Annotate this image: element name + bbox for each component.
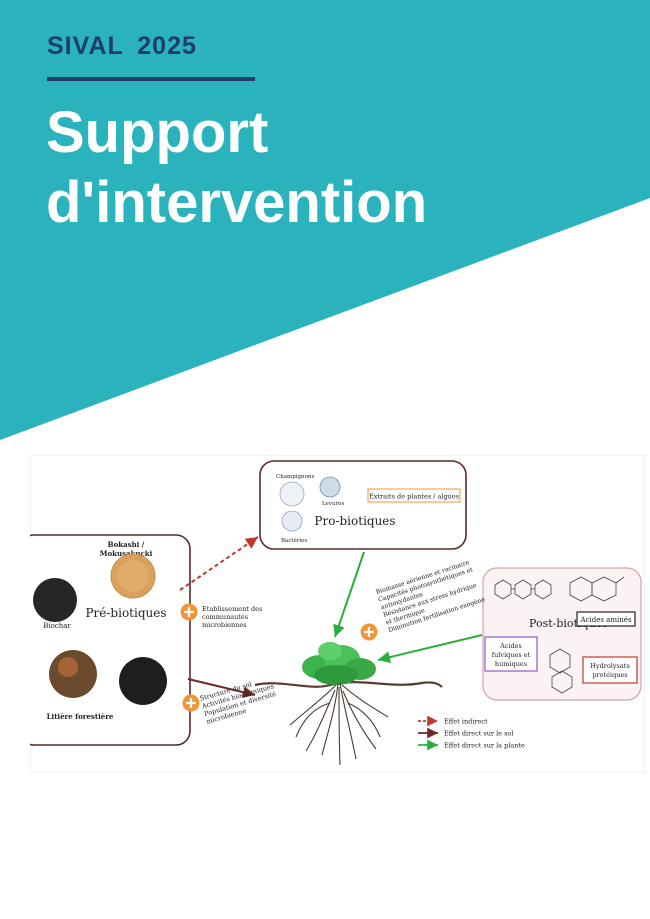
plus-icon-plant (360, 623, 378, 641)
molecule-drawing-3 (549, 648, 573, 694)
indirect-arrow (179, 536, 259, 591)
title-line-2: d'intervention (46, 170, 428, 235)
probiotics-title: Pro-biotiques (314, 514, 395, 528)
plant-arrow-postbiotics (377, 634, 483, 664)
plant-roots (289, 682, 389, 766)
plus-icon-establishment (180, 603, 198, 621)
biochar-label: Biochar (43, 622, 71, 630)
hydrolysats-line-2: protéiques (592, 671, 627, 679)
legend-soil-label: Effet direct sur le sol (444, 730, 513, 738)
prebiotics-title: Pré-biotiques (85, 606, 166, 620)
litiere-label: Litière forestière (47, 712, 114, 721)
litiere-texture (58, 657, 78, 677)
terra-preta-image (119, 657, 167, 705)
fulviques-line-3: humiques (495, 660, 527, 668)
title-underline (47, 77, 255, 81)
biostimulant-diagram: Bokashi / Mokusakucki Biochar Pré-biotiq… (30, 455, 645, 773)
biochar-image (33, 578, 77, 622)
title-line-1: Support (46, 100, 269, 165)
terra-label: Terra (133, 671, 152, 679)
establishment-line-1: Etablissement des (202, 605, 262, 613)
champignons-label: Champignons (276, 474, 314, 480)
establishment-line-2: communautés (202, 613, 248, 621)
bacteries-image (281, 510, 303, 532)
acides-amines-box (576, 611, 636, 627)
probiotics-box (259, 460, 467, 550)
soil-arrow (187, 678, 256, 699)
bokashi-label-2: Mokusakucki (100, 549, 153, 558)
molecule-drawing-2 (569, 576, 625, 602)
fulviques-line-2: fulviques et (492, 651, 531, 659)
bacteries-label: Bactéries (281, 537, 308, 544)
fulviques-line-1: Acides (499, 642, 522, 650)
soil-line (254, 681, 443, 688)
header-banner (0, 0, 650, 440)
extraits-box (367, 488, 461, 503)
page-title: Support d'intervention (46, 98, 427, 238)
levures-image (319, 476, 341, 498)
bokashi-texture (117, 560, 149, 592)
hydrolysats-line-1: Hydrolysats (590, 662, 629, 670)
legend: Effet indirect Effet direct sur le sol E… (418, 715, 525, 751)
levures-label: Levures (322, 501, 344, 507)
extraits-label: Extraits de plantes / algues (369, 493, 459, 501)
establishment-line-3: microbiennes (202, 621, 247, 629)
champignons-image (279, 481, 305, 507)
teal-background (0, 0, 650, 440)
preta-label: Preta (133, 680, 152, 688)
legend-plant-label: Effet direct sur la plante (444, 742, 525, 750)
molecule-drawing-1 (494, 579, 552, 600)
plus-icon-soil (182, 694, 200, 712)
hydrolysats-box (582, 656, 638, 684)
event-name: SIVAL 2025 (47, 32, 197, 60)
acides-amines-label: Acides aminés (580, 616, 632, 624)
plant-arrow-probiotics (333, 551, 365, 638)
plant-leaves (302, 642, 376, 685)
bokashi-label: Bokashi / (108, 540, 145, 549)
fulviques-box (484, 636, 538, 672)
legend-indirect-label: Effet indirect (444, 718, 488, 726)
